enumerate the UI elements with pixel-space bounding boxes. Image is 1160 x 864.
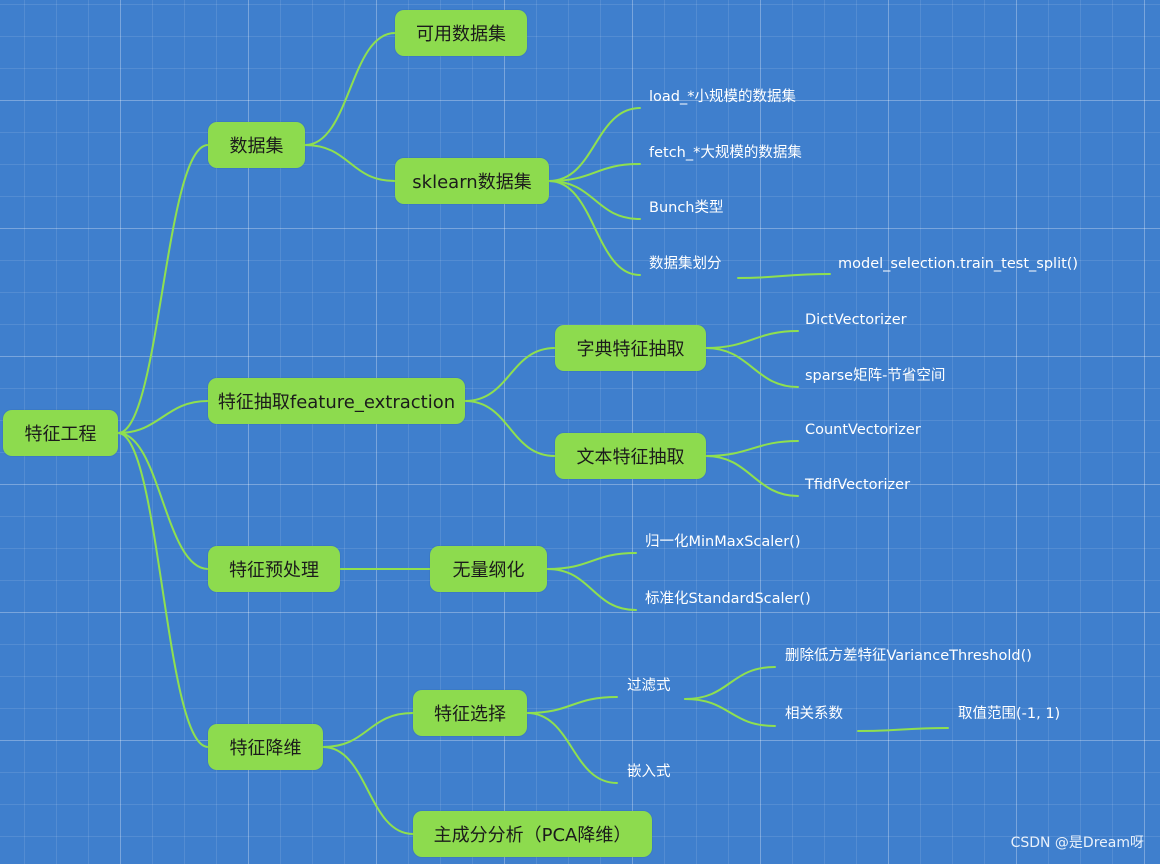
connector-reduction-selection xyxy=(322,712,414,748)
connector-text-count xyxy=(705,440,799,457)
leaf-variance-threshold: 删除低方差特征VarianceThreshold() xyxy=(785,648,1032,664)
node-feature-reduction[interactable]: 特征降维 xyxy=(208,724,323,770)
leaf-embedded-method: 嵌入式 xyxy=(627,764,671,780)
connector-dict-sparse xyxy=(705,347,799,388)
connector-root-reduction xyxy=(117,432,209,748)
connector-filter-variance xyxy=(684,666,776,700)
leaf-dataset-split: 数据集划分 xyxy=(649,256,722,272)
connector-sklearn-split xyxy=(548,180,641,276)
connector-sklearn-bunch xyxy=(548,180,641,220)
connector-reduction-pca xyxy=(322,746,414,835)
connector-dataset-available xyxy=(304,32,396,146)
leaf-dict-vectorizer: DictVectorizer xyxy=(805,312,907,328)
root-node[interactable]: 特征工程 xyxy=(3,410,118,456)
node-sklearn-datasets[interactable]: sklearn数据集 xyxy=(395,158,549,204)
connector-root-dataset xyxy=(117,144,209,434)
leaf-count-vectorizer: CountVectorizer xyxy=(805,422,921,438)
node-dataset[interactable]: 数据集 xyxy=(208,122,305,168)
node-pca[interactable]: 主成分分析（PCA降维） xyxy=(413,811,652,857)
connector-root-preprocessing xyxy=(117,432,209,570)
connector-dict-vectorizer xyxy=(705,330,799,349)
node-dict-extraction[interactable]: 字典特征抽取 xyxy=(555,325,706,371)
connector-extraction-text xyxy=(464,400,556,457)
connector-selection-filter xyxy=(526,696,618,714)
connector-sklearn-load xyxy=(548,107,641,182)
leaf-standard-scaler: 标准化StandardScaler() xyxy=(645,591,811,607)
leaf-correlation: 相关系数 xyxy=(785,706,843,722)
leaf-train-test-split: model_selection.train_test_split() xyxy=(838,256,1079,272)
leaf-sparse-matrix: sparse矩阵-节省空间 xyxy=(805,368,946,384)
node-feature-preprocessing[interactable]: 特征预处理 xyxy=(208,546,340,592)
node-feature-extraction[interactable]: 特征抽取feature_extraction xyxy=(208,378,465,424)
connector-split-function xyxy=(737,273,831,279)
leaf-correlation-range: 取值范围(-1, 1) xyxy=(958,706,1061,722)
leaf-fetch: fetch_*大规模的数据集 xyxy=(649,145,802,161)
connector-root-extraction xyxy=(117,400,209,434)
node-dimensionless[interactable]: 无量纲化 xyxy=(430,546,547,592)
connector-filter-correlation xyxy=(684,698,776,727)
connector-sklearn-fetch xyxy=(548,163,641,182)
leaf-filter-method: 过滤式 xyxy=(627,678,671,694)
leaf-bunch: Bunch类型 xyxy=(649,200,724,216)
connector-extraction-dict xyxy=(464,347,556,402)
connector-selection-embedded xyxy=(526,712,618,784)
connector-correlation-range xyxy=(857,727,949,732)
leaf-minmax-scaler: 归一化MinMaxScaler() xyxy=(645,534,801,550)
node-text-extraction[interactable]: 文本特征抽取 xyxy=(555,433,706,479)
node-feature-selection[interactable]: 特征选择 xyxy=(413,690,527,736)
leaf-tfidf-vectorizer: TfidfVectorizer xyxy=(805,477,911,493)
connector-dimensionless-normalization xyxy=(546,552,637,570)
connector-text-tfidf xyxy=(705,455,799,497)
connector-dataset-sklearn xyxy=(304,144,396,182)
node-available-datasets[interactable]: 可用数据集 xyxy=(395,10,527,56)
connector-dimensionless-standardization xyxy=(546,568,637,611)
leaf-load: load_*小规模的数据集 xyxy=(649,89,796,105)
watermark: CSDN @是Dream呀 xyxy=(1010,835,1144,851)
